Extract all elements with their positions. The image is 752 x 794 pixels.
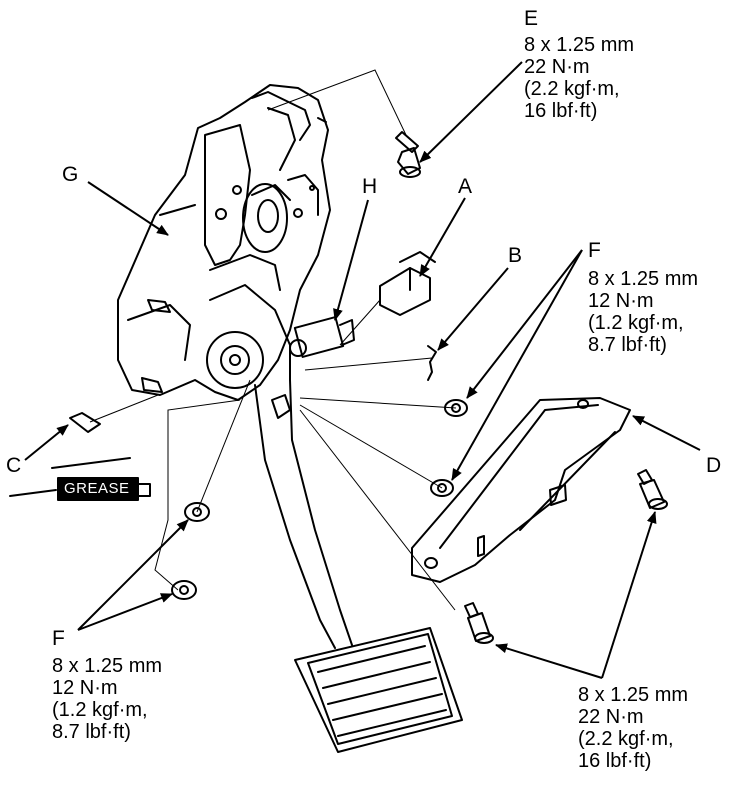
leader-f-left-2 [77, 593, 173, 631]
spec-bottom-right-torque: 22 N·m [578, 706, 644, 728]
label-h: H [362, 175, 378, 198]
pedal-bracket [117, 84, 331, 401]
label-e: E [524, 7, 539, 30]
pin-c [69, 412, 101, 433]
spec-f-right-lbf: 8.7 lbf·ft) [588, 334, 667, 356]
nut-f-lower-right [430, 479, 454, 497]
leader-g [87, 181, 169, 236]
spec-f-left: 8 x 1.25 mm 12 N·m (1.2 kgf·m, 8.7 lbf·f… [52, 655, 162, 743]
switch-h [293, 316, 345, 358]
leader-e [419, 61, 523, 163]
spec-bottom-right-kgf: (2.2 kgf·m, [578, 728, 674, 750]
leader-d [632, 415, 701, 451]
clip-b [427, 345, 437, 381]
leader-b [437, 267, 509, 351]
leader-f-right-2 [451, 249, 583, 481]
spec-f-right-kgf: (1.2 kgf·m, [588, 312, 684, 334]
spec-e-lbf: 16 lbf·ft) [524, 100, 598, 122]
switch-a [379, 267, 431, 316]
label-f-right: F [588, 239, 601, 262]
spec-f-right-torque: 12 N·m [588, 290, 654, 312]
grease-tag: GREASE [64, 480, 130, 497]
pedal-arm [254, 384, 336, 649]
spec-f-left-size: 8 x 1.25 mm [52, 655, 163, 677]
leader-f-right-1 [466, 249, 583, 399]
spec-f-left-kgf: (1.2 kgf·m, [52, 699, 148, 721]
leader-bottom-bolt-2 [495, 643, 603, 679]
spec-f-right: 8 x 1.25 mm 12 N·m (1.2 kgf·m, 8.7 lbf·f… [588, 268, 698, 356]
label-a: A [458, 175, 473, 198]
spec-bottom-right-lbf: 16 lbf·ft) [578, 750, 652, 772]
leader-f-left-1 [77, 519, 189, 631]
leader-bottom-bolt-1 [601, 511, 657, 679]
spec-f-left-torque: 12 N·m [52, 677, 118, 699]
spec-e: 8 x 1.25 mm 22 N·m (2.2 kgf·m, 16 lbf·ft… [524, 34, 634, 122]
bolt-e [395, 131, 421, 178]
nut-f-lower-left [171, 580, 197, 600]
bolt-bracket-right [637, 469, 668, 510]
bolt-bracket-bottom [464, 602, 494, 644]
spec-e-kgf: (2.2 kgf·m, [524, 78, 620, 100]
leader-h [333, 199, 369, 321]
spec-f-right-size: 8 x 1.25 mm [588, 268, 699, 290]
label-g: G [62, 163, 79, 186]
label-b: B [508, 244, 523, 267]
spec-f-left-lbf: 8.7 lbf·ft) [52, 721, 131, 743]
nut-f-upper-left [184, 502, 210, 522]
label-c: C [6, 454, 22, 477]
spec-e-torque: 22 N·m [524, 56, 590, 78]
leader-a [419, 197, 466, 277]
bracket-d [411, 397, 631, 583]
leader-c [24, 424, 69, 461]
spec-bottom-right: 8 x 1.25 mm 22 N·m (2.2 kgf·m, 16 lbf·ft… [578, 684, 688, 772]
label-d: D [706, 454, 722, 477]
spec-e-size: 8 x 1.25 mm [524, 34, 635, 56]
spec-bottom-right-size: 8 x 1.25 mm [578, 684, 689, 706]
label-f-left: F [52, 627, 65, 650]
pedal-pad [294, 627, 463, 753]
